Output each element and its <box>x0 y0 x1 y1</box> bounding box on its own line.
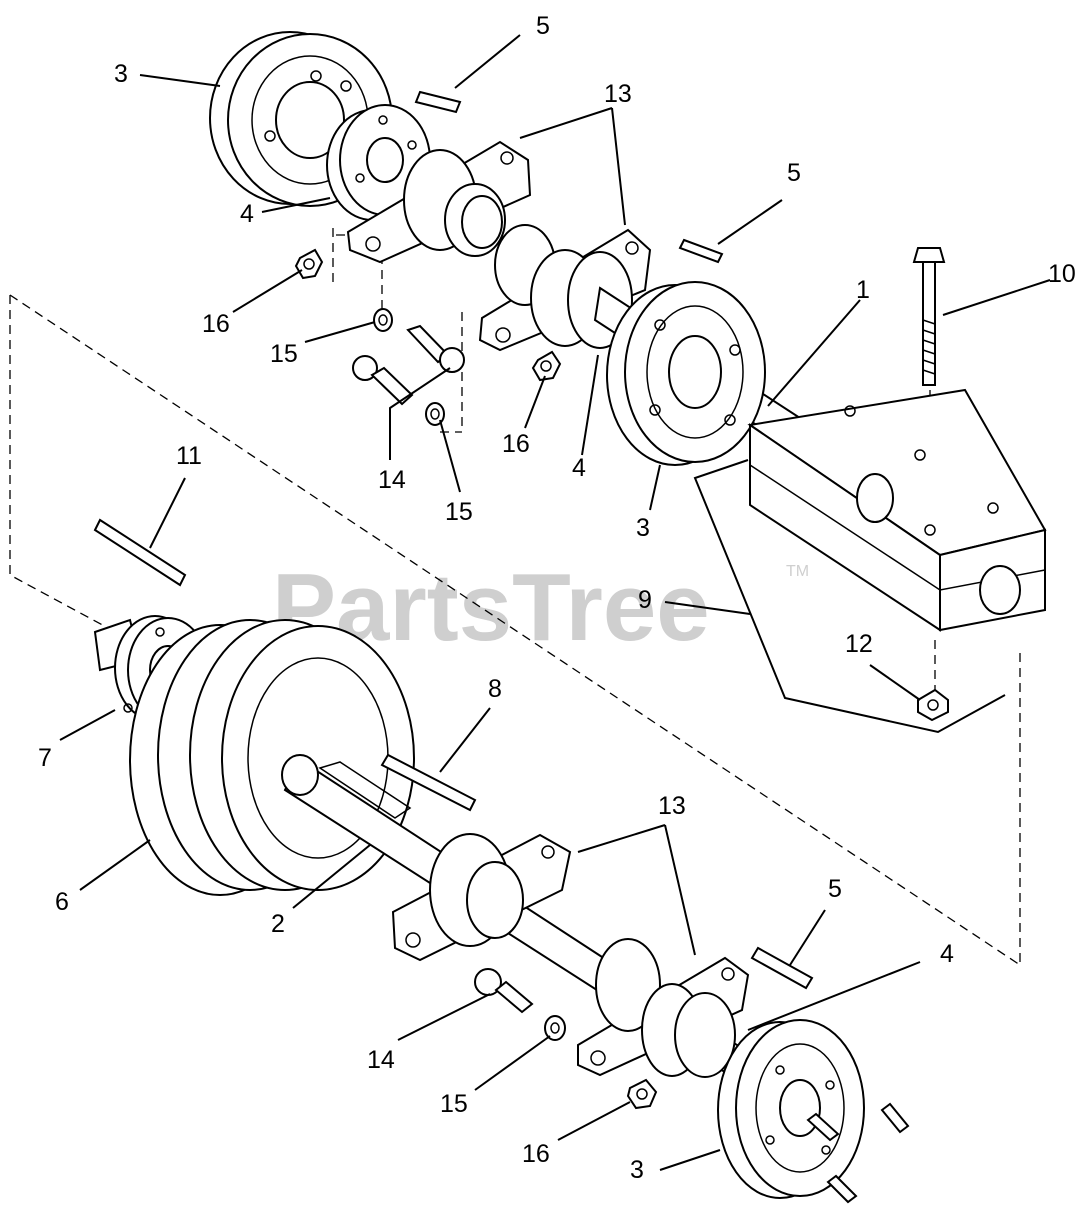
bolt-10 <box>912 247 946 386</box>
key-5-mid <box>678 238 724 264</box>
callout-10: 10 <box>1048 260 1076 288</box>
callout-3: 3 <box>636 514 650 542</box>
callout-16: 16 <box>202 310 230 338</box>
watermark-tm: TM <box>786 563 809 580</box>
callout-3: 3 <box>114 60 128 88</box>
callout-9: 9 <box>638 586 652 614</box>
callout-15: 15 <box>445 498 473 526</box>
key-5-lower <box>750 946 814 990</box>
callout-16: 16 <box>502 430 530 458</box>
bearing-upper-left <box>346 140 532 264</box>
callout-7: 7 <box>38 744 52 772</box>
nut-12 <box>917 688 949 722</box>
bearing-lower-right <box>577 938 750 1078</box>
callout-4: 4 <box>940 940 954 968</box>
pulley-6-large <box>129 619 415 896</box>
bolt-14-upper-b <box>352 355 414 406</box>
callout-5: 5 <box>828 875 842 903</box>
guide-line-1 <box>332 228 345 282</box>
callout-4: 4 <box>572 454 586 482</box>
bearing-lower-left <box>391 833 572 962</box>
callout-12: 12 <box>845 630 873 658</box>
callout-11: 11 <box>176 442 202 470</box>
assembly-outline-left <box>9 295 109 629</box>
screw-bottom-b <box>826 1174 858 1204</box>
pillow-block <box>747 388 1047 632</box>
screw-bottom-a <box>880 1102 910 1134</box>
key-5-top <box>414 90 462 114</box>
callout-6: 6 <box>55 888 69 916</box>
nut-16-lower <box>626 1078 658 1110</box>
key-11 <box>93 518 187 587</box>
nut-16-upper-left <box>294 248 324 280</box>
callout-5: 5 <box>787 159 801 187</box>
callout-13: 13 <box>658 792 686 820</box>
pulley-bottom <box>717 1019 865 1199</box>
callout-14: 14 <box>367 1046 395 1074</box>
callout-16: 16 <box>522 1140 550 1168</box>
callout-8: 8 <box>488 675 502 703</box>
callout-1: 1 <box>856 276 870 304</box>
callout-13: 13 <box>604 80 632 108</box>
bolt-14-upper-a <box>406 324 465 373</box>
callout-14: 14 <box>378 466 406 494</box>
nut-16-upper-mid <box>531 350 562 382</box>
leader-lines <box>59 34 1051 1171</box>
washer-15-lower <box>544 1015 566 1041</box>
washer-15-upper-a <box>373 308 393 332</box>
callout-labels: 3 5 13 5 4 16 15 14 15 16 4 3 1 10 9 12 … <box>38 12 1076 1184</box>
callout-5: 5 <box>536 12 550 40</box>
pulley-middle <box>606 281 766 466</box>
callout-4: 4 <box>240 200 254 228</box>
callout-3: 3 <box>630 1156 644 1184</box>
bolt-14-lower <box>474 968 534 1014</box>
washer-15-upper-b <box>425 402 445 426</box>
callout-15: 15 <box>270 340 298 368</box>
callout-15: 15 <box>440 1090 468 1118</box>
callout-2: 2 <box>271 910 285 938</box>
key-8 <box>380 753 477 812</box>
screw-bottom-c <box>806 1112 840 1142</box>
